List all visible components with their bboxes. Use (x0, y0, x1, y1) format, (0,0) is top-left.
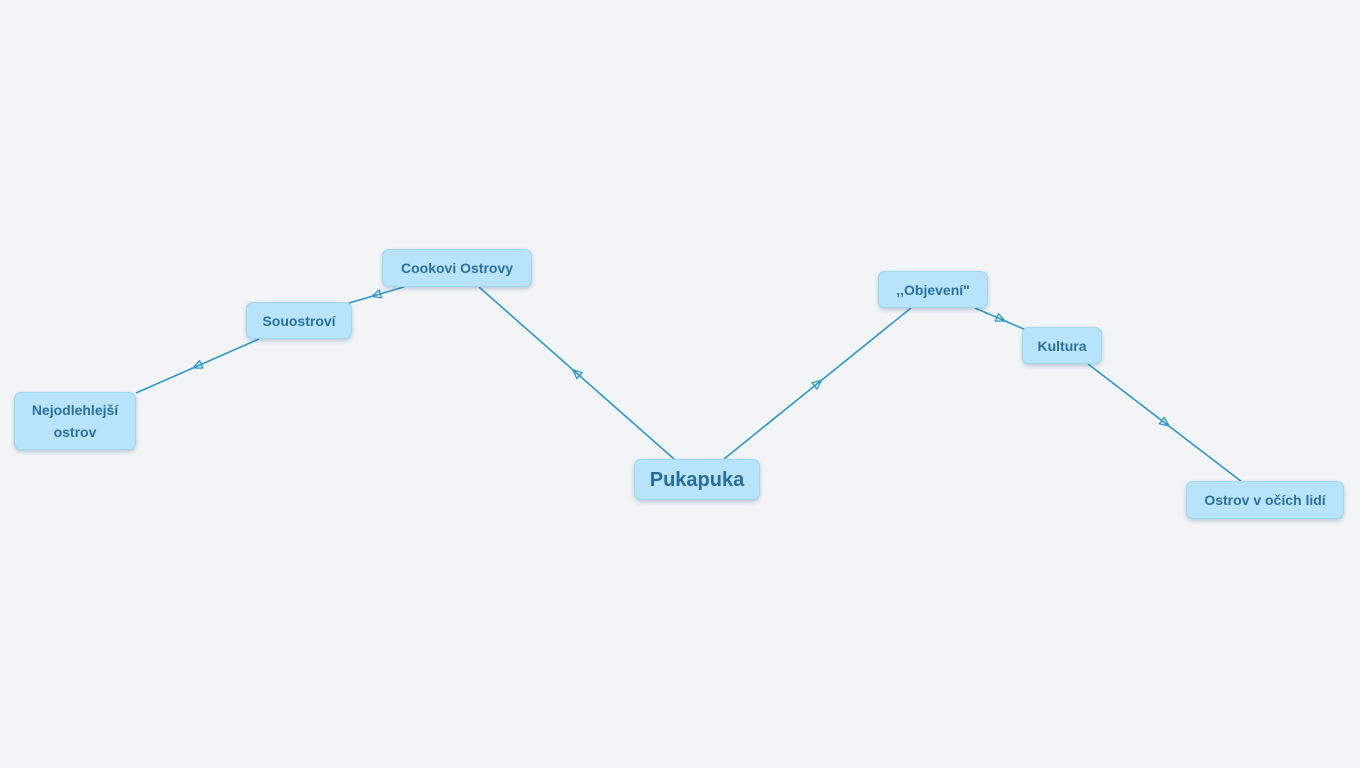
node-nejodlehlejsi-ostrov[interactable]: Nejodlehlejší ostrov (14, 392, 136, 450)
edge-cookovi-souostrovi (348, 286, 405, 304)
node-ostrov-v-ocich-lidi[interactable]: Ostrov v očích lidí (1186, 481, 1344, 519)
arrow-icon (192, 360, 204, 369)
node-pukapuka[interactable]: Pukapuka (634, 459, 760, 500)
arrow-icon (371, 289, 383, 299)
edge-souostrovi-nejodlehlejsi (135, 338, 260, 394)
edge-kultura-ostrov (1087, 363, 1243, 483)
arrow-icon (572, 369, 583, 380)
node-objeveni[interactable]: ,,Objevení" (878, 271, 988, 308)
node-souostrovi[interactable]: Souostroví (246, 302, 352, 339)
edge-objeveni-kultura (974, 307, 1027, 331)
node-kultura[interactable]: Kultura (1022, 327, 1102, 364)
arrow-icon (1158, 416, 1170, 427)
edge-pukapuka-cookovi (478, 286, 675, 460)
node-cookovi-ostrovy[interactable]: Cookovi Ostrovy (382, 249, 532, 287)
arrow-icon (811, 379, 823, 390)
edge-pukapuka-objeveni (723, 307, 912, 460)
arrow-icon (994, 313, 1006, 322)
